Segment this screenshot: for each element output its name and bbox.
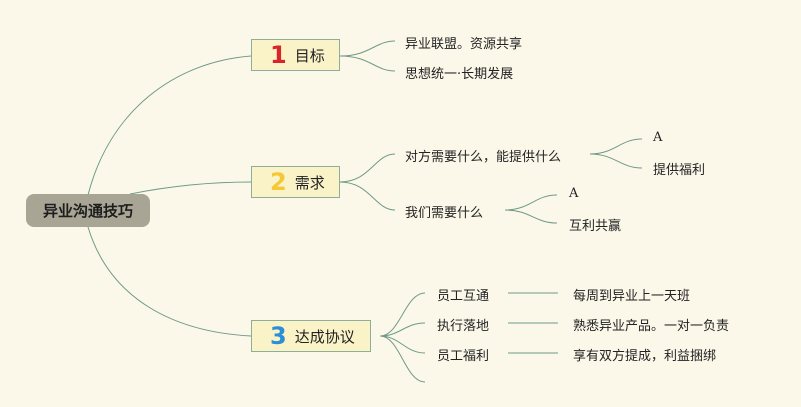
- link-needs1-welfare: [589, 153, 643, 169]
- branch-agreement-label: 达成协议: [294, 327, 355, 346]
- link-needs-1: [339, 153, 396, 183]
- number-two-icon: 2: [270, 168, 287, 196]
- agreement-item-3-detail[interactable]: 享有双方提成，利益捆绑: [573, 349, 717, 364]
- agreement-item-2[interactable]: 执行落地: [437, 319, 490, 334]
- needs-item-2-a[interactable]: A: [569, 186, 579, 201]
- link-needs2-a: [504, 194, 558, 211]
- goal-item-1[interactable]: 异业联盟。资源共享: [405, 37, 523, 52]
- root-node[interactable]: 异业沟通技巧: [26, 194, 150, 227]
- root-label: 异业沟通技巧: [42, 202, 133, 220]
- needs-item-2-winwin[interactable]: 互利共赢: [569, 219, 622, 234]
- agreement-item-3[interactable]: 员工福利: [437, 349, 490, 364]
- link-needs2-winwin: [504, 209, 558, 224]
- goal-item-2[interactable]: 思想统一·长期发展: [405, 67, 514, 82]
- link-agree-3: [379, 335, 426, 354]
- branch-agreement[interactable]: 3 达成协议: [251, 320, 371, 352]
- branch-needs-label: 需求: [294, 173, 325, 192]
- link-root-agreement: [87, 226, 252, 337]
- link-root-goal: [87, 55, 252, 196]
- link-goal-1: [339, 40, 396, 57]
- number-three-icon: 3: [270, 322, 287, 350]
- number-one-icon: 1: [270, 41, 287, 69]
- agreement-item-1-detail[interactable]: 每周到异业上一天班: [573, 289, 691, 304]
- link-agree-2: [379, 322, 426, 337]
- branch-goal-label: 目标: [294, 46, 325, 65]
- link-goal-2: [339, 55, 396, 72]
- link-needs1-a: [589, 138, 643, 155]
- agreement-item-2-detail[interactable]: 熟悉异业产品。一对一负责: [573, 319, 730, 334]
- needs-item-1[interactable]: 对方需要什么，能提供什么: [405, 150, 562, 165]
- link-agree-1: [379, 292, 426, 337]
- link-needs-2: [339, 181, 396, 211]
- branch-goal[interactable]: 1 目标: [251, 39, 340, 71]
- needs-item-1-welfare[interactable]: 提供福利: [653, 163, 706, 178]
- link-agree-4: [379, 335, 426, 383]
- agreement-item-1[interactable]: 员工互通: [437, 289, 490, 304]
- needs-item-1-a[interactable]: A: [653, 130, 663, 145]
- needs-item-2[interactable]: 我们需要什么: [405, 206, 484, 221]
- branch-needs[interactable]: 2 需求: [251, 166, 340, 198]
- link-root-needs: [129, 181, 252, 195]
